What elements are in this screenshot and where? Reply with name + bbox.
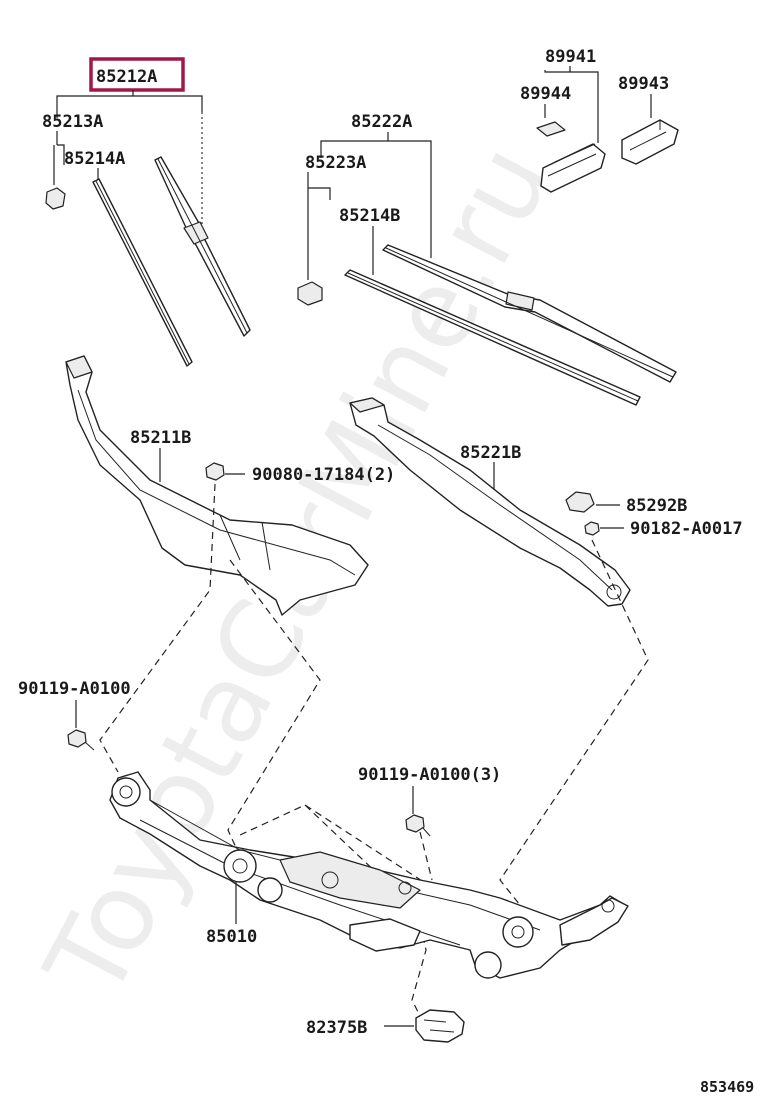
nut-90182-A0017[interactable] [584,521,600,536]
blade-clip-85223A[interactable] [297,281,323,306]
label-82375B[interactable]: 82375B [306,1018,367,1038]
group-85211B: 85211B 90080-17184(2) [65,355,395,616]
diagram-number: 853469 [700,1078,754,1096]
label-85214B[interactable]: 85214B [339,206,400,226]
label-90080-17184[interactable]: 90080-17184(2) [252,465,395,485]
rain-sensor-89941[interactable] [540,143,606,193]
label-85222A[interactable]: 85222A [351,112,412,132]
label-90119-A0100-3[interactable]: 90119-A0100(3) [358,765,501,785]
connector-82375B[interactable] [415,1009,465,1043]
sensor-cover-89943[interactable] [621,119,679,165]
label-85211B[interactable]: 85211B [130,428,191,448]
bolt-90119-A0100-left[interactable] [67,729,87,748]
label-85213A[interactable]: 85213A [42,112,103,132]
label-85223A[interactable]: 85223A [305,153,366,173]
arm-cap-85292B[interactable] [565,491,595,513]
label-85292B[interactable]: 85292B [626,496,687,516]
label-85212A[interactable]: 85212A [96,67,157,87]
label-85221B[interactable]: 85221B [460,443,521,463]
group-85212A: 85212A 85213A 85214A [42,57,251,367]
group-85222A: 85222A 85223A 85214B [297,112,677,406]
label-90119-A0100[interactable]: 90119-A0100 [18,679,131,699]
group-85010: 90119-A0100 90119-A0100(3) 85010 [18,483,649,1013]
blade-clip-85213A[interactable] [45,187,66,210]
group-82375B: 82375B [306,1009,465,1043]
label-89944[interactable]: 89944 [520,84,571,104]
bolt-90119-A0100-right[interactable] [405,814,425,833]
highlight-box-85212A [89,57,185,92]
label-85010[interactable]: 85010 [206,927,257,947]
wiper-arm-85221B[interactable] [349,397,631,607]
group-85221B: 85221B 85292B 90182-A0017 [349,397,743,607]
label-89943[interactable]: 89943 [618,74,669,94]
rain-sensor-pad-89944[interactable] [536,121,566,137]
label-85214A[interactable]: 85214A [64,149,125,169]
label-90182-A0017[interactable]: 90182-A0017 [630,519,743,539]
nut-90080-17184[interactable] [205,462,225,481]
group-89941: 89941 89944 89943 [520,47,679,193]
label-89941[interactable]: 89941 [545,47,596,67]
